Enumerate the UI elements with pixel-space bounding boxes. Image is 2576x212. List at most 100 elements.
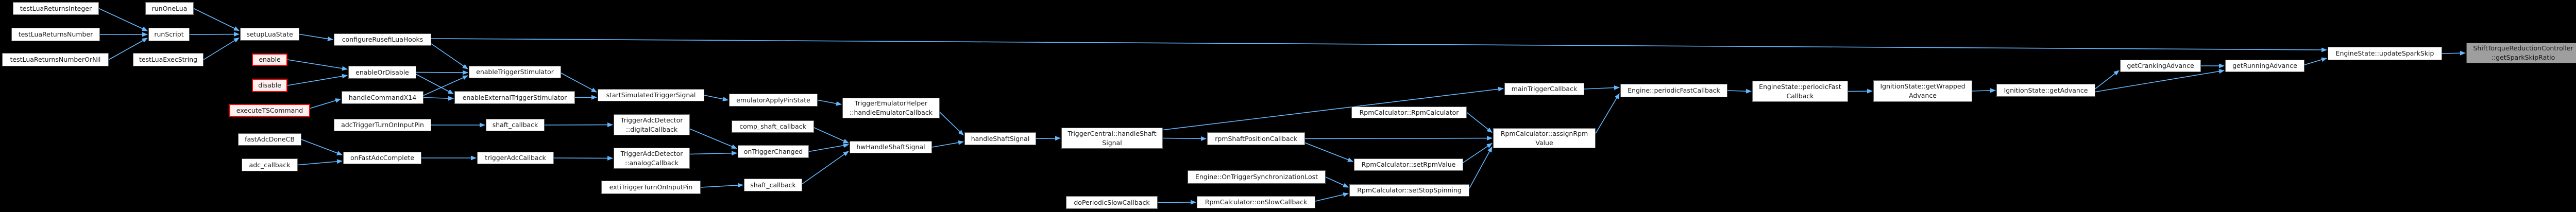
graph-node-handleShaftSignal[interactable]: handleShaftSignal xyxy=(964,132,1036,145)
call-edge-emulatorApplyPinState-to-handleEmulatorCallback xyxy=(817,99,842,106)
graph-node-adc_callback[interactable]: adc_callback xyxy=(242,158,298,171)
graph-node-triggerAdcCallback[interactable]: triggerAdcCallback xyxy=(477,152,554,164)
graph-node-comp_shaft_callback[interactable]: comp_shaft_callback xyxy=(732,120,814,133)
graph-node-enableOrDisable[interactable]: enableOrDisable xyxy=(348,66,416,79)
call-edge-enableTriggerStimulator-to-startSimulatedTriggerSignal xyxy=(561,73,597,93)
graph-node-startSimulatedTriggerSignal[interactable]: startSimulatedTriggerSignal xyxy=(598,89,704,101)
graph-node-getWrappedAdvance[interactable]: IgnitionState::getWrapped Advance xyxy=(1873,80,1972,102)
graph-node-emulatorApplyPinState[interactable]: emulatorApplyPinState xyxy=(729,94,818,107)
call-edge-extiTriggerTurnOnInputPin-to-shaft_callback_exti xyxy=(700,183,743,188)
graph-node-testLuaExecString[interactable]: testLuaExecString xyxy=(133,53,204,66)
call-edge-assignRpmValue-to-periodicFastCallback xyxy=(1595,93,1620,134)
call-edge-handleEmulatorCallback-to-handleShaftSignal xyxy=(939,112,964,136)
graph-node-disable[interactable]: disable xyxy=(252,79,287,92)
call-edge-getWrappedAdvance-to-getAdvance xyxy=(1972,88,1996,93)
call-edge-getRunningAdvance-to-updateSparkSkip xyxy=(2304,57,2327,65)
graph-node-enable[interactable]: enable xyxy=(252,54,287,66)
call-edge-runOneLua-to-setupLuaState xyxy=(193,8,240,31)
call-edge-comp_shaft_callback-to-hwHandleShaftSignal xyxy=(814,127,849,144)
call-edge-testLuaExecString-to-setupLuaState xyxy=(203,37,240,60)
call-edge-updateSparkSkip-to-getSparkSkipRatio xyxy=(2442,50,2466,56)
call-edge-getAdvance-to-getCrankingAdvance xyxy=(2095,70,2120,90)
call-edge-setStopSpinning-to-assignRpmValue xyxy=(1469,146,1493,189)
call-edge-testLuaReturnsNumberOrNil-to-runScript xyxy=(108,38,148,60)
graph-node-testLuaReturnsNumberOrNil[interactable]: testLuaReturnsNumberOrNil xyxy=(2,53,109,66)
graph-node-RpmCalculator_RpmCalculator[interactable]: RpmCalculator::RpmCalculator xyxy=(1351,107,1467,118)
call-edge-onSlowCallback-to-setStopSpinning xyxy=(1315,192,1349,202)
graph-node-testLuaReturnsInteger[interactable]: testLuaReturnsInteger xyxy=(13,2,99,15)
graph-node-runScript[interactable]: runScript xyxy=(148,28,190,41)
graph-node-enableTriggerStimulator[interactable]: enableTriggerStimulator xyxy=(469,66,561,78)
graph-node-onSlowCallback[interactable]: RpmCalculator::onSlowCallback xyxy=(1197,196,1315,208)
graph-node-hwHandleShaftSignal[interactable]: hwHandleShaftSignal xyxy=(850,141,932,153)
call-edge-handleShaftSignal-to-TriggerCentral_handleShaftSignal xyxy=(1036,136,1061,141)
call-edge-startSimulatedTriggerSignal-to-emulatorApplyPinState xyxy=(704,95,728,101)
call-edge-periodicFastCallback-to-EngineState_periodicFastCallback xyxy=(1727,89,1752,94)
call-edge-enableExternalTriggerStimulator-to-startSimulatedTriggerSignal xyxy=(574,95,597,100)
call-edge-mainTriggerCallback-to-periodicFastCallback xyxy=(1584,85,1620,90)
graph-node-getRunningAdvance[interactable]: getRunningAdvance xyxy=(2225,60,2304,72)
call-edge-adc_callback-to-onFastAdcComplete xyxy=(297,159,343,166)
graph-node-configureRusefiLuaHooks[interactable]: configureRusefiLuaHooks xyxy=(334,33,431,46)
graph-node-setStopSpinning[interactable]: RpmCalculator::setStopSpinning xyxy=(1349,184,1469,197)
graph-node-OnTriggerSynchronizationLost[interactable]: Engine::OnTriggerSynchronizationLost xyxy=(1188,170,1326,184)
graph-node-onTriggerChanged[interactable]: onTriggerChanged xyxy=(738,145,809,158)
call-edge-shaft_callback_adc-to-digitalCallback xyxy=(544,122,613,128)
call-edge-shaft_callback_exti-to-hwHandleShaftSignal xyxy=(802,151,849,185)
call-edge-TriggerCentral_handleShaftSignal-to-mainTriggerCallback xyxy=(1162,86,1504,131)
graph-node-getSparkSkipRatio[interactable]: ShiftTorqueReductionController ::getSpar… xyxy=(2466,43,2576,63)
call-edge-runScript-to-setupLuaState xyxy=(189,32,240,37)
call-edge-OnTriggerSynchronizationLost-to-setStopSpinning xyxy=(1325,176,1349,188)
graph-node-doPeriodicSlowCallback[interactable]: doPeriodicSlowCallback xyxy=(1066,196,1158,209)
call-edge-configureRusefiLuaHooks-to-updateSparkSkip xyxy=(431,38,2327,52)
graph-node-TriggerCentral_handleShaftSignal[interactable]: TriggerCentral::handleShaft Signal xyxy=(1061,128,1163,149)
graph-node-enableExternalTriggerStimulator[interactable]: enableExternalTriggerStimulator xyxy=(454,91,575,104)
graph-node-onFastAdcComplete[interactable]: onFastAdcComplete xyxy=(343,152,421,164)
graph-node-shaft_callback_adc[interactable]: shaft_callback xyxy=(486,119,545,131)
graph-node-executeTSCommand[interactable]: executeTSCommand xyxy=(229,104,310,117)
call-edge-EngineState_periodicFastCallback-to-getWrappedAdvance xyxy=(1848,89,1873,94)
graph-node-getCrankingAdvance[interactable]: getCrankingAdvance xyxy=(2120,60,2201,72)
call-edge-hwHandleShaftSignal-to-handleShaftSignal xyxy=(931,140,964,148)
call-edge-RpmCalculator_RpmCalculator-to-assignRpmValue xyxy=(1466,112,1493,133)
call-edge-fastAdcDoneCB-to-onFastAdcComplete xyxy=(301,139,343,155)
call-edge-handleCommandX14-to-enableExternalTriggerStimulator xyxy=(423,96,454,101)
graph-node-testLuaReturnsNumber[interactable]: testLuaReturnsNumber xyxy=(11,28,100,41)
graph-node-extiTriggerTurnOnInputPin[interactable]: extiTriggerTurnOnInputPin xyxy=(601,181,701,194)
call-edge-handleCommandX14-to-enableTriggerStimulator xyxy=(423,75,468,96)
graph-node-mainTriggerCallback[interactable]: mainTriggerCallback xyxy=(1504,83,1584,95)
call-edge-TriggerCentral_handleShaftSignal-to-rpmShaftPositionCallback xyxy=(1162,136,1207,141)
graph-node-shaft_callback_exti[interactable]: shaft_callback xyxy=(744,179,802,191)
call-edge-testLuaReturnsInteger-to-runScript xyxy=(98,8,148,31)
graph-node-getAdvance[interactable]: IgnitionState::getAdvance xyxy=(1996,84,2095,97)
call-edge-setupLuaState-to-configureRusefiLuaHooks xyxy=(299,33,333,41)
graph-node-handleEmulatorCallback[interactable]: TriggerEmulatorHelper ::handleEmulatorCa… xyxy=(842,98,940,118)
graph-node-rpmShaftPositionCallback[interactable]: rpmShaftPositionCallback xyxy=(1207,132,1305,145)
call-edge-enableOrDisable-to-enableExternalTriggerStimulator xyxy=(416,74,454,95)
call-edge-executeTSCommand-to-handleCommandX14 xyxy=(310,98,341,109)
graph-node-updateSparkSkip[interactable]: EngineState::updateSparkSkip xyxy=(2328,47,2442,60)
graph-node-periodicFastCallback[interactable]: Engine::periodicFastCallback xyxy=(1620,84,1727,97)
call-edge-configureRusefiLuaHooks-to-enableTriggerStimulator xyxy=(431,43,468,69)
graph-node-setupLuaState[interactable]: setupLuaState xyxy=(240,28,299,41)
call-edge-doPeriodicSlowCallback-to-onSlowCallback xyxy=(1157,200,1196,205)
graph-node-setRpmValue[interactable]: RpmCalculator::setRpmValue xyxy=(1354,158,1463,171)
call-edge-digitalCallback-to-onTriggerChanged xyxy=(689,128,737,149)
graph-node-digitalCallback[interactable]: TriggerAdcDetector ::digitalCallback xyxy=(614,114,690,135)
graph-node-runOneLua[interactable]: runOneLua xyxy=(145,2,194,15)
call-edge-rpmShaftPositionCallback-to-assignRpmValue xyxy=(1304,136,1493,141)
graph-node-adcTriggerTurnOnInputPin[interactable]: adcTriggerTurnOnInputPin xyxy=(334,119,431,131)
call-edge-setRpmValue-to-assignRpmValue xyxy=(1463,143,1493,163)
graph-node-EngineState_periodicFastCallback[interactable]: EngineState::periodicFast Callback xyxy=(1752,81,1848,102)
call-edge-onTriggerChanged-to-hwHandleShaftSignal xyxy=(808,143,849,152)
call-edge-rpmShaftPositionCallback-to-setRpmValue xyxy=(1304,142,1353,162)
graph-node-fastAdcDoneCB[interactable]: fastAdcDoneCB xyxy=(238,133,301,146)
graph-node-assignRpmValue[interactable]: RpmCalculator::assignRpm Value xyxy=(1493,128,1596,148)
call-edge-getAdvance-to-getRunningAdvance xyxy=(2095,69,2225,93)
call-edge-enable-to-enableOrDisable xyxy=(287,59,348,71)
call-edge-disable-to-enableOrDisable xyxy=(287,74,348,86)
graph-node-analogCallback[interactable]: TriggerAdcDetector ::analogCallback xyxy=(614,148,690,169)
graph-node-handleCommandX14[interactable]: handleCommandX14 xyxy=(342,91,423,104)
